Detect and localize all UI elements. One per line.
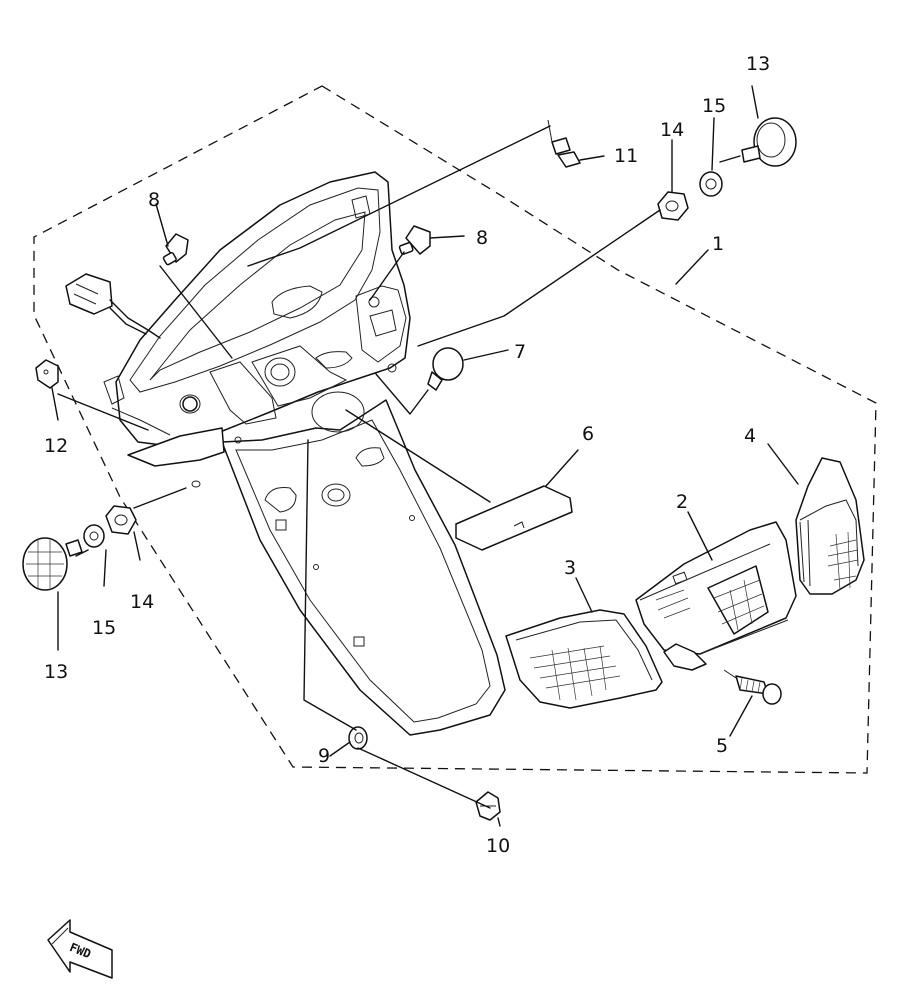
callout-12: 12 (44, 435, 68, 457)
callout-11: 11 (614, 145, 638, 167)
callout-15-left: 15 (92, 617, 116, 639)
wire-connector (65, 273, 161, 339)
screw-11 (547, 119, 581, 168)
callout-8-right: 8 (476, 227, 488, 249)
lens-3 (505, 609, 663, 709)
screw-5 (723, 669, 782, 705)
callout-5: 5 (716, 735, 728, 757)
bulb-7 (427, 347, 464, 391)
reflector-13-left (22, 537, 83, 591)
callout-14-right: 14 (660, 119, 684, 141)
callout-9: 9 (318, 745, 330, 767)
grommet-9 (348, 726, 368, 750)
callout-7: 7 (514, 341, 526, 363)
callout-13-left: 13 (44, 661, 68, 683)
rear-fender-housing (103, 171, 506, 736)
callout-3: 3 (564, 557, 576, 579)
license-plate-6 (455, 485, 573, 551)
washer-15-left (83, 524, 105, 548)
callout-14-left: 14 (130, 591, 154, 613)
nut-14-left (105, 505, 137, 535)
clip-12 (35, 359, 59, 389)
callout-10: 10 (486, 835, 510, 857)
reflector-13-right (741, 117, 797, 167)
turn-signal-body-2 (635, 521, 797, 671)
callout-13-right: 13 (746, 53, 770, 75)
callout-6: 6 (582, 423, 594, 445)
callout-labels: 13 15 14 11 8 8 1 7 12 6 4 2 3 14 15 13 … (44, 53, 770, 857)
callout-4: 4 (744, 425, 756, 447)
nut-14-right (657, 191, 689, 221)
bulb-8-left (162, 233, 189, 266)
bulb-in-socket (182, 396, 198, 412)
callout-2: 2 (676, 491, 688, 513)
callout-8-left: 8 (148, 189, 160, 211)
bolt-10 (475, 791, 501, 821)
turn-signal-lens-4 (795, 457, 865, 595)
callout-1: 1 (712, 233, 724, 255)
forward-arrow-icon: FWD (47, 919, 113, 979)
washer-15-right (699, 171, 723, 197)
callout-15-right: 15 (702, 95, 726, 117)
bulb-8-right (398, 225, 431, 255)
assembly-boundary (33, 85, 877, 774)
leader-lines (51, 85, 799, 827)
